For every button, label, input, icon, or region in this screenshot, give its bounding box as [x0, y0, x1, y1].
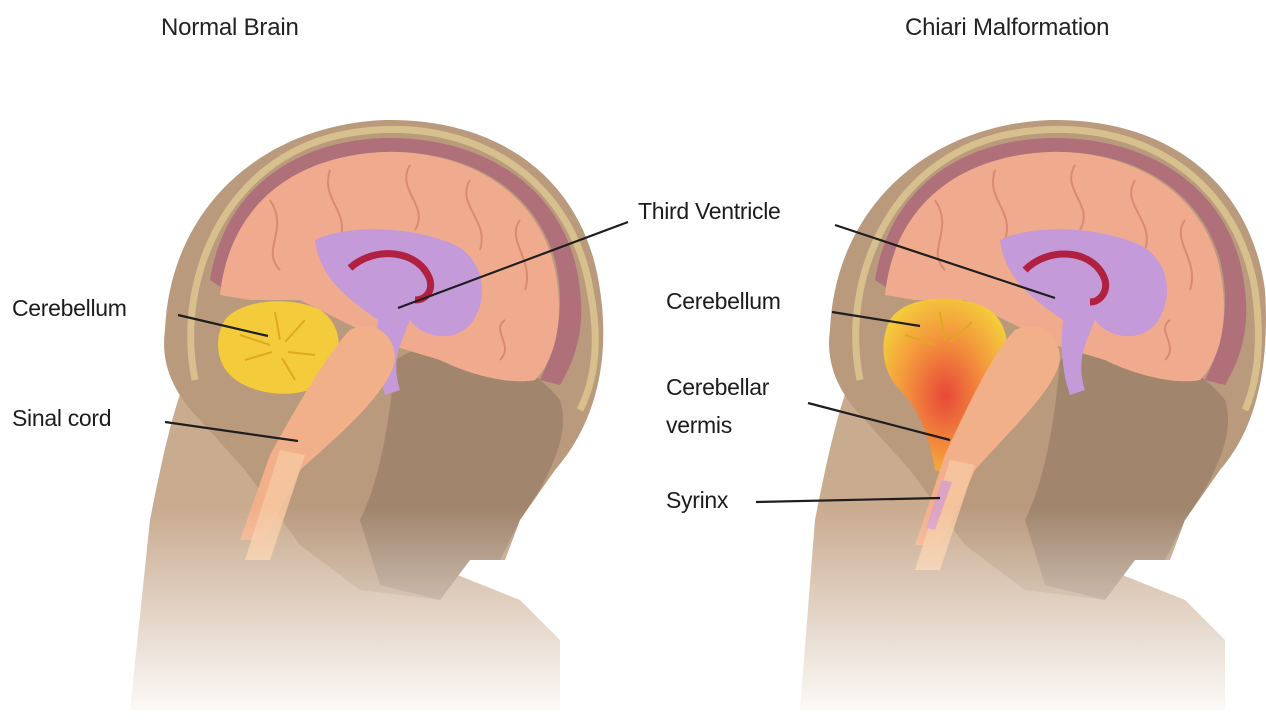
normal-brain-title: Normal Brain [161, 14, 299, 42]
label-syrinx: Syrinx [666, 485, 728, 516]
label-cerebellum-right: Cerebellum [666, 286, 781, 317]
label-cerebellar-vermis-line2: vermis [666, 410, 732, 441]
label-third-ventricle: Third Ventricle [638, 196, 781, 227]
label-cerebellar-vermis-line1: Cerebellar [666, 372, 769, 403]
label-cerebellum-left: Cerebellum [12, 293, 127, 324]
label-spinal-cord-left: Sinal cord [12, 403, 111, 434]
chiari-malformation-title: Chiari Malformation [905, 14, 1109, 42]
